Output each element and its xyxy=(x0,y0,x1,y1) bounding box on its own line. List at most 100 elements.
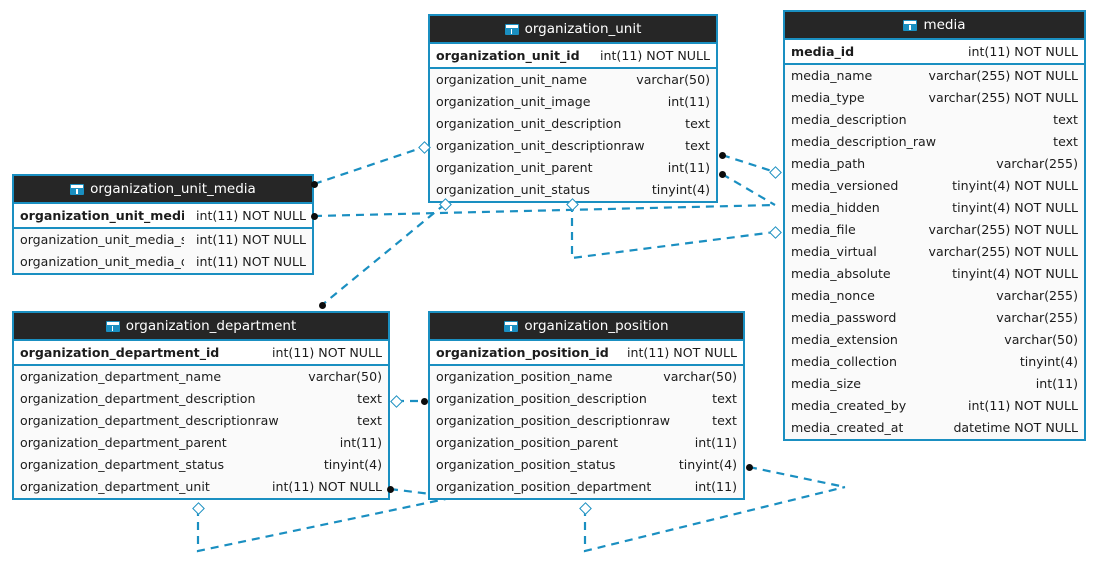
column-name: media_size xyxy=(791,376,861,391)
column-type: text xyxy=(1053,112,1078,127)
column-type: text xyxy=(1053,134,1078,149)
column-type: text xyxy=(685,116,710,131)
column-row[interactable]: organization_unit_image int(11) xyxy=(430,91,716,113)
table-icon xyxy=(903,19,918,31)
table-icon xyxy=(105,320,120,332)
column-name: media_created_at xyxy=(791,420,904,435)
column-row[interactable]: organization_unit_status tinyint(4) xyxy=(430,179,716,201)
column-name: organization_unit_status xyxy=(436,182,590,197)
column-row[interactable]: media_created_at datetime NOT NULL xyxy=(785,417,1084,439)
column-type: tinyint(4) NOT NULL xyxy=(952,266,1078,281)
column-type: int(11) xyxy=(694,435,737,450)
column-type: varchar(255) xyxy=(996,156,1078,171)
column-name: organization_position_id xyxy=(436,345,609,360)
table-header-media[interactable]: media xyxy=(785,12,1084,40)
relationship-position-status-loop xyxy=(748,465,846,489)
column-type: int(11) xyxy=(1035,376,1078,391)
column-type: tinyint(4) xyxy=(323,457,382,472)
table-header-organization_unit[interactable]: organization_unit xyxy=(430,16,716,44)
table-organization_unit_media[interactable]: organization_unit_media organization_unit… xyxy=(12,174,314,275)
column-type: varchar(255) xyxy=(996,310,1078,325)
relationship-endpoint-dot-from xyxy=(718,151,726,159)
column-type: int(11) NOT NULL xyxy=(272,345,382,360)
relationship-unit-bottom-to-department xyxy=(321,203,446,306)
relationship-endpoint-dot-from xyxy=(718,170,726,178)
table-header-organization_department[interactable]: organization_department xyxy=(14,313,388,341)
table-organization_position[interactable]: organization_position organization_positi… xyxy=(428,311,745,500)
column-row[interactable]: organization_position_name varchar(50) xyxy=(430,366,743,388)
column-type: int(11) NOT NULL xyxy=(968,44,1078,59)
column-type: int(11) xyxy=(667,94,710,109)
column-row[interactable]: media_size int(11) xyxy=(785,373,1084,395)
relationship-unit-bottom-to-media xyxy=(570,204,776,260)
column-type: int(11) NOT NULL xyxy=(196,254,306,269)
column-type: int(11) NOT NULL xyxy=(272,479,382,494)
column-name: organization_unit_id xyxy=(436,48,580,63)
column-type: varchar(255) NOT NULL xyxy=(928,222,1078,237)
column-type: varchar(50) xyxy=(663,369,737,384)
column-name: organization_unit_media_src xyxy=(20,232,185,247)
column-name: organization_position_name xyxy=(436,369,613,384)
table-header-organization_unit_media[interactable]: organization_unit_media xyxy=(14,176,312,204)
relationship-diamond-marker-from xyxy=(191,501,205,515)
column-name: organization_unit_parent xyxy=(436,160,593,175)
table-header-organization_position[interactable]: organization_position xyxy=(430,313,743,341)
column-type: tinyint(4) NOT NULL xyxy=(952,178,1078,193)
column-row[interactable]: media_password varchar(255) xyxy=(785,307,1084,329)
primary-key-row[interactable]: organization_position_id int(11) NOT NULL xyxy=(430,341,743,366)
column-type: tinyint(4) xyxy=(651,182,710,197)
column-type: varchar(255) NOT NULL xyxy=(928,68,1078,83)
column-name: media_absolute xyxy=(791,266,891,281)
column-name: media_id xyxy=(791,44,855,59)
column-type: datetime NOT NULL xyxy=(953,420,1078,435)
primary-key-row[interactable]: media_id int(11) NOT NULL xyxy=(785,40,1084,65)
column-name: organization_department_description xyxy=(20,391,256,406)
table-title: organization_position xyxy=(524,318,669,334)
column-type: text xyxy=(685,138,710,153)
relationship-unit-parent-to-media xyxy=(721,153,776,174)
column-name: media_password xyxy=(791,310,897,325)
relationship-diamond-marker-from xyxy=(578,501,592,515)
column-name: organization_unit_image xyxy=(436,94,591,109)
column-row[interactable]: media_absolute tinyint(4) NOT NULL xyxy=(785,263,1084,285)
table-title: organization_unit_media xyxy=(90,181,256,197)
relationship-oum-pk-to-media xyxy=(313,203,776,218)
column-type: int(11) NOT NULL xyxy=(627,345,737,360)
